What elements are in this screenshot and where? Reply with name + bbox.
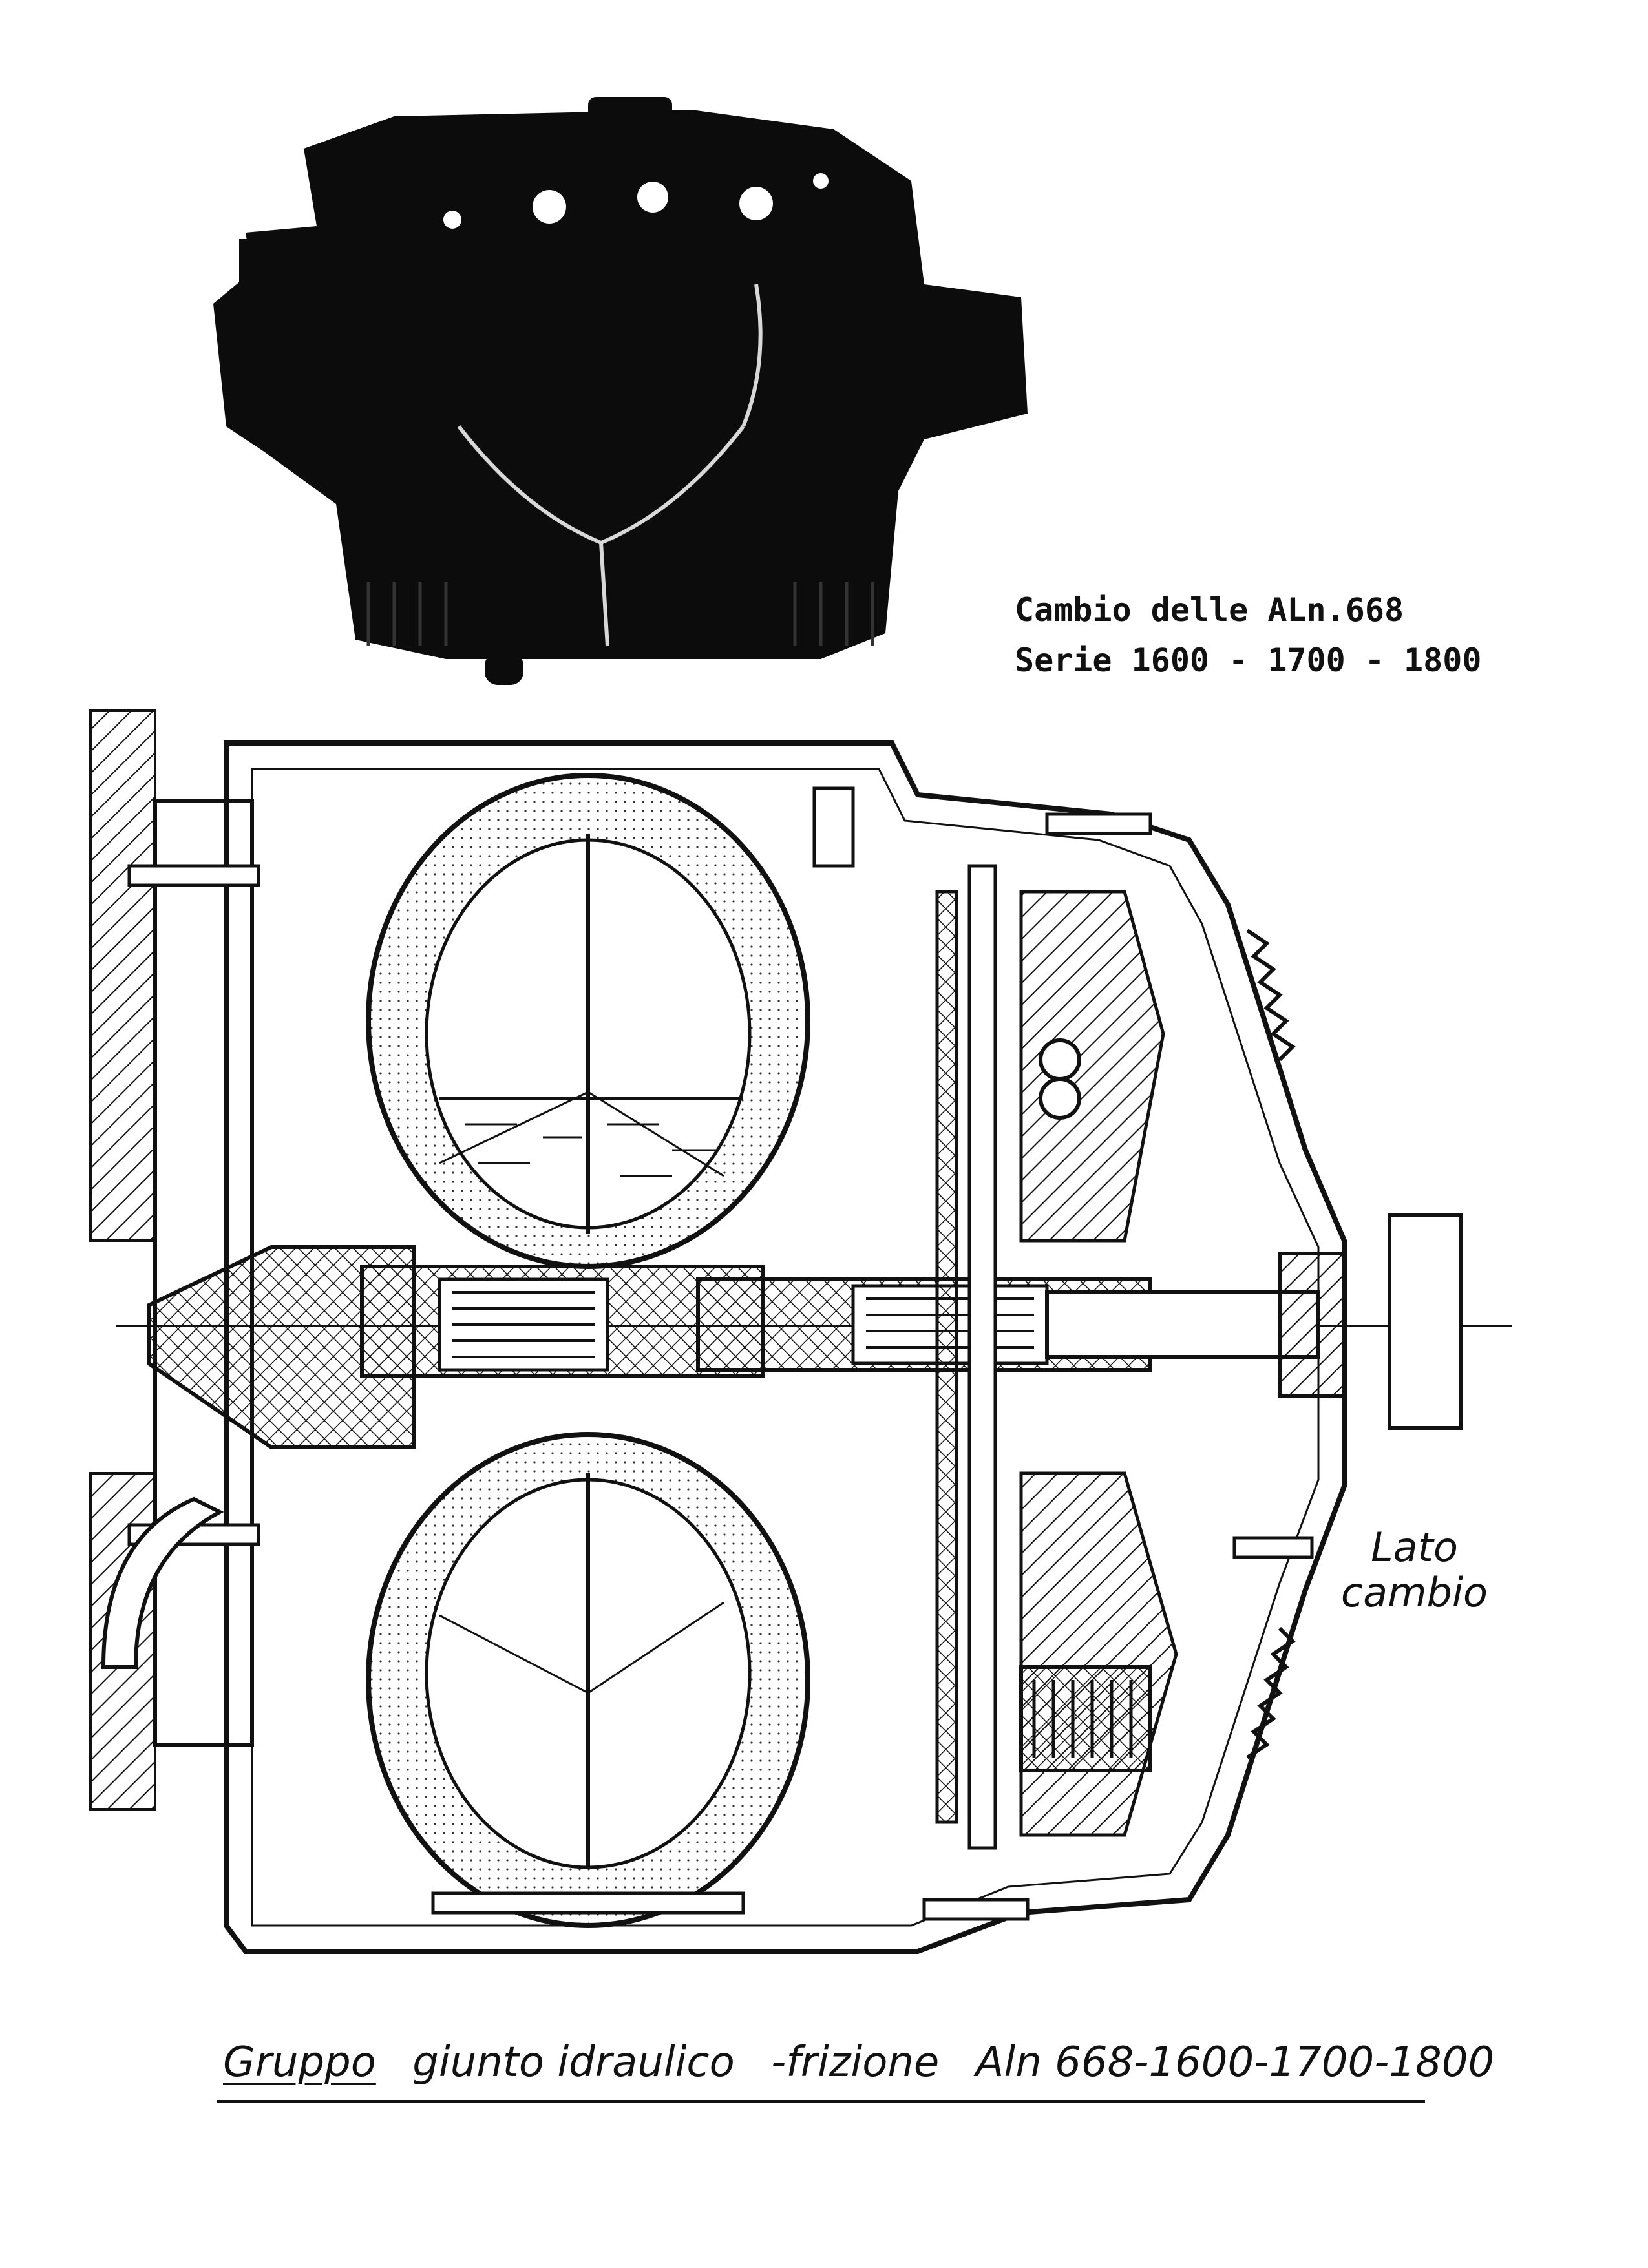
clutch-group [935,864,1178,1850]
title-word-1: Gruppo [223,2039,376,2086]
caption-line-1: Cambio delle ALn.668 [1015,591,1404,629]
coupling-torus-upper [366,773,810,1269]
bolts [127,786,1314,1921]
drawing-title: Gruppo giunto idraulico -frizione Aln 66… [223,2039,1494,2086]
side-label-line-2: cambio [1341,1569,1488,1616]
title-word-3: -frizione [771,2039,940,2086]
title-underline [217,2100,1425,2103]
title-word-2: giunto idraulico [412,2039,735,2086]
gearbox-photo [213,97,1028,685]
side-label-line-1: Lato [1371,1524,1458,1571]
coupling-torus-lower [366,1432,810,1928]
outer-casing [224,740,1347,1954]
title-word-4: Aln 668-1600-1700-1800 [975,2039,1495,2086]
section-drawing [89,709,1512,1954]
oil-pipe [101,1496,224,1669]
main-shaft [116,1213,1512,1449]
caption-line-2: Serie 1600 - 1700 - 1800 [1015,642,1482,679]
side-label: Lato cambio [1341,1525,1488,1615]
caption-block: Cambio delle ALn.668 Serie 1600 - 1700 -… [1015,585,1481,686]
casing-teeth [1246,929,1296,1759]
